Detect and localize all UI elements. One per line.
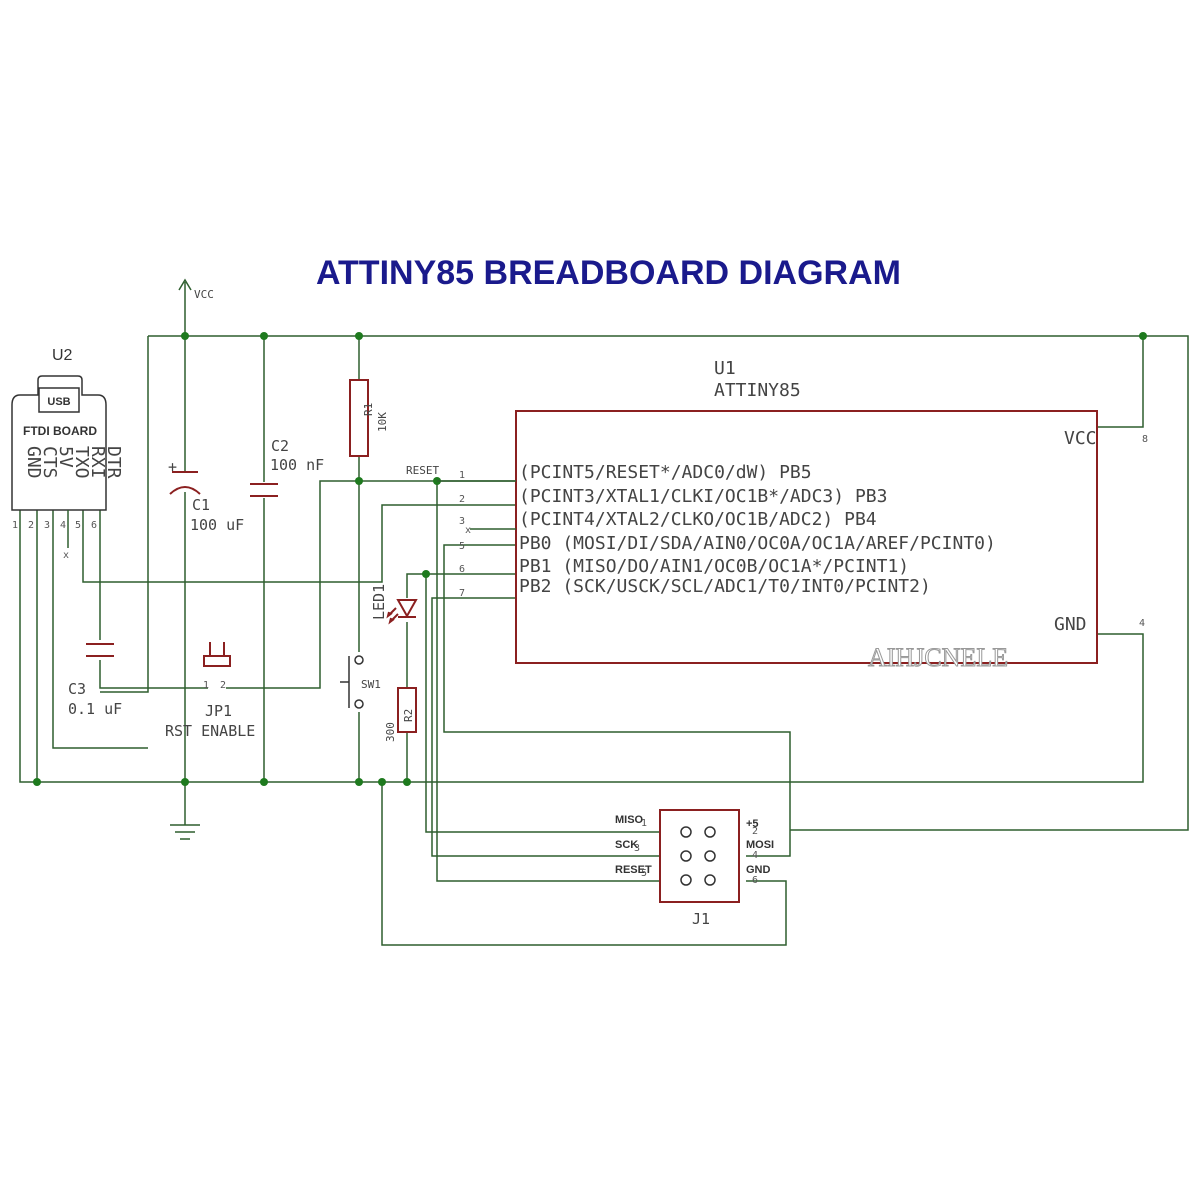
u1-pin-num-2: 2	[459, 494, 465, 505]
ftdi-outline	[11, 375, 107, 511]
c1-value: 100 uF	[190, 516, 244, 534]
j1-ref: J1	[692, 910, 710, 928]
r1-ref: R1	[362, 403, 375, 416]
u1-pin-num-6: 6	[459, 564, 465, 575]
ftdi-pin-num-2: 2	[28, 520, 34, 531]
u1-name: ATTINY85	[714, 380, 801, 401]
u1-pin-num-1: 1	[459, 470, 465, 481]
resistor-r2: 300 R2	[384, 687, 417, 742]
ftdi-pin-label-gnd: GND	[23, 446, 44, 479]
u1-pin-label-pb4: (PCINT4/XTAL2/CLKO/OC1B/ADC2) PB4	[519, 509, 877, 530]
j1-label-reset: RESET	[615, 864, 652, 876]
j1-pin-num-3: 3	[634, 843, 640, 854]
ftdi-txo-nc-mark: x	[63, 550, 69, 561]
u1-pin-num-7: 7	[459, 588, 465, 599]
ground-symbol	[170, 824, 200, 840]
capacitor-c3: C3 0.1 uF	[68, 643, 122, 718]
u1-pin-label-pb1: PB1 (MISO/DO/AIN1/OC0B/OC1A*/PCINT1)	[519, 556, 909, 577]
attiny85-chip: U1 ATTINY85 RESET 1 (PCINT5/RESET*/ADC0/…	[406, 358, 1148, 664]
switch-sw1: SW1	[340, 655, 381, 709]
j1-pins	[680, 826, 716, 886]
u1-pin-label-pb5: (PCINT5/RESET*/ADC0/dW) PB5	[519, 462, 812, 483]
j1-pin-num-6: 6	[752, 875, 758, 886]
u1-pin-num-4: 4	[1139, 618, 1145, 629]
u1-pin-num-3: 3	[459, 516, 465, 527]
u1-ref: U1	[714, 358, 736, 379]
r2-value: 300	[384, 722, 397, 742]
j1-pin-num-1: 1	[641, 818, 647, 829]
j1-pin-num-5: 5	[641, 868, 647, 879]
c3-value: 0.1 uF	[68, 700, 122, 718]
u2-ref: U2	[52, 347, 73, 364]
u1-pin-label-pb0: PB0 (MOSI/DI/SDA/AIN0/OC0A/OC1A/AREF/PCI…	[519, 533, 996, 554]
ftdi-pin-label-5v: 5V	[55, 446, 76, 468]
capacitor-c2: C2 100 nF	[250, 437, 324, 497]
jp1-pin-1: 1	[203, 680, 209, 691]
u1-pin-label-pb2: PB2 (SCK/USCK/SCL/ADC1/T0/INT0/PCINT2)	[519, 576, 931, 597]
ftdi-pin-numbers: 1 2 3 4 5 6	[12, 520, 97, 531]
led-led1: LED1	[370, 584, 418, 625]
ftdi-pin-num-6: 6	[91, 520, 97, 531]
u1-pin-label-vcc: VCC	[1064, 428, 1097, 449]
ftdi-pin-num-1: 1	[12, 520, 18, 531]
capacitor-c1: + C1 100 uF	[168, 458, 244, 534]
watermark: AIHJCNELE	[868, 643, 1008, 672]
c1-plus: +	[168, 458, 177, 476]
jp1-pin-2: 2	[220, 680, 226, 691]
j1-label-gnd: GND	[746, 864, 771, 876]
jumper-jp1: 1 2 JP1 RST ENABLE	[165, 642, 255, 740]
vcc-label: VCC	[194, 288, 214, 301]
ftdi-pin-num-5: 5	[75, 520, 81, 531]
reset-net-label: RESET	[406, 464, 439, 477]
vcc-wire-c3	[100, 336, 149, 693]
c2-ref: C2	[271, 437, 289, 455]
diagram-title: ATTINY85 BREADBOARD DIAGRAM	[316, 254, 901, 292]
c1-ref: C1	[192, 496, 210, 514]
jp1-label: RST ENABLE	[165, 722, 255, 740]
j1-pin-num-2: 2	[752, 826, 758, 837]
ftdi-pin-label-dtr: DTR	[103, 446, 124, 479]
u1-pin-label-gnd: GND	[1054, 614, 1087, 635]
isp-header-j1: MISO SCK RESET +5 MOSI GND 1 2 3 4 5 6 J…	[615, 809, 774, 928]
c2-value: 100 nF	[270, 456, 324, 474]
ftdi-name: FTDI BOARD	[23, 424, 97, 438]
r2-ref: R2	[402, 709, 415, 722]
ftdi-pin-num-4: 4	[60, 520, 66, 531]
resistor-r1: R1 10K	[349, 379, 389, 457]
j1-body	[659, 809, 740, 903]
u1-right-pins: VCC 8 GND 4	[1054, 428, 1148, 635]
junctions	[33, 332, 1147, 786]
ftdi-pin-num-3: 3	[44, 520, 50, 531]
vcc-symbol: VCC	[178, 278, 214, 301]
j1-label-sck: SCK	[615, 839, 638, 851]
u1-pin-num-8: 8	[1142, 434, 1148, 445]
c3-ref: C3	[68, 680, 86, 698]
j1-label-plus5: +5	[746, 818, 759, 830]
led1-ref: LED1	[370, 584, 388, 620]
wires	[19, 282, 1189, 946]
u1-pb4-nc-mark: x	[465, 525, 471, 536]
r1-value: 10K	[376, 412, 389, 432]
j1-label-mosi: MOSI	[746, 839, 774, 851]
usb-box	[38, 387, 80, 413]
ftdi-pin-labels: GND CTS 5V TXO RXI DTR	[23, 446, 124, 479]
usb-label: USB	[47, 396, 70, 408]
u1-body	[515, 410, 1098, 664]
sw1-ref: SW1	[361, 678, 381, 691]
ftdi-board: U2 USB FTDI BOARD GND CTS 5V TXO RXI DTR…	[11, 347, 124, 561]
u1-pin-label-pb3: (PCINT3/XTAL1/CLKI/OC1B*/ADC3) PB3	[519, 486, 887, 507]
j1-pin-num-4: 4	[752, 850, 758, 861]
ftdi-pin-label-cts: CTS	[39, 446, 60, 479]
u1-pin-num-5: 5	[459, 541, 465, 552]
u1-left-pins: 1 (PCINT5/RESET*/ADC0/dW) PB5 2 (PCINT3/…	[437, 462, 996, 599]
ftdi-pin-label-txo: TXO	[71, 446, 92, 479]
j1-label-miso: MISO	[615, 814, 644, 826]
jp1-ref: JP1	[205, 702, 232, 720]
ftdi-pin-label-rxi: RXI	[87, 446, 108, 479]
